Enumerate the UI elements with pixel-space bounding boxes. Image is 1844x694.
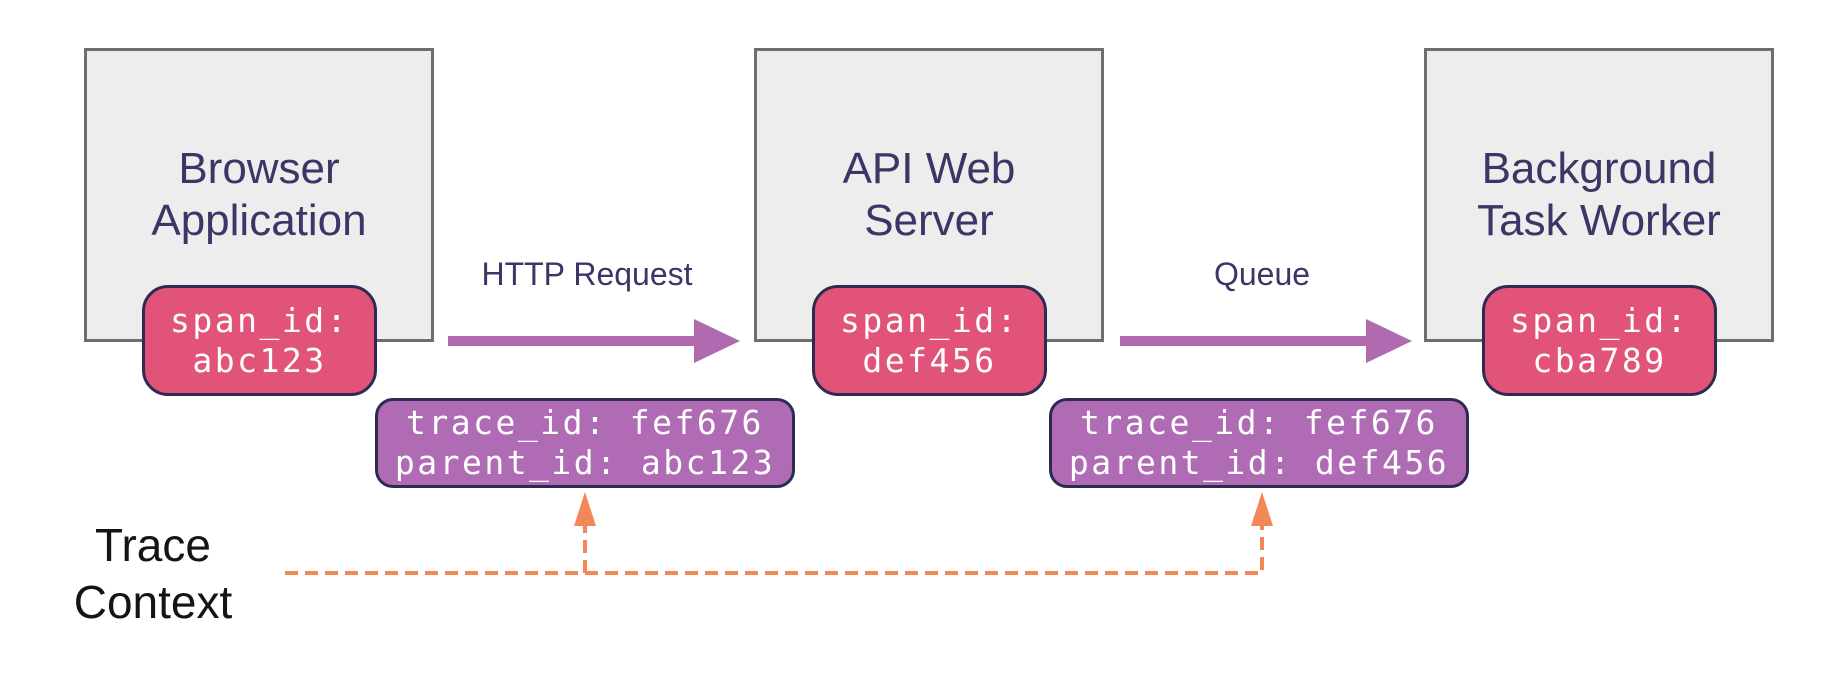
parent-id-line: parent_id: abc123 (394, 443, 776, 482)
trace-context-label-line2: Context (73, 576, 233, 628)
node-title: API Web Server (842, 144, 1016, 245)
trace-context-dashed-line (285, 521, 1264, 575)
span-id-badge-line1: span_id: (170, 300, 349, 340)
http-request-arrowhead-icon (694, 319, 740, 363)
trace-context-label: Trace Context (33, 517, 273, 631)
trace-id-line: trace_id: fef676 (406, 403, 764, 442)
http-request-arrow-shaft (448, 336, 694, 346)
queue-arrow-shaft (1120, 336, 1366, 346)
node-api-web-server: API Web Server (754, 48, 1104, 342)
span-id-badge-line2: abc123 (192, 340, 327, 380)
span-id-badge-browser: span_id: abc123 (142, 285, 377, 396)
span-id-badge-line2: def456 (862, 340, 997, 380)
trace-context-up-arrowhead-icon (1251, 492, 1273, 526)
span-id-badge-line1: span_id: (840, 300, 1019, 340)
trace-context-badge-queue: trace_id: fef676 parent_id: def456 (1049, 398, 1469, 488)
queue-arrow (1120, 319, 1412, 363)
span-id-badge-line1: span_id: (1510, 300, 1689, 340)
trace-context-badge-http: trace_id: fef676 parent_id: abc123 (375, 398, 795, 488)
http-request-arrow (448, 319, 740, 363)
trace-id-line: trace_id: fef676 (1080, 403, 1438, 442)
parent-id-line: parent_id: def456 (1068, 443, 1450, 482)
span-id-badge-line2: cba789 (1532, 340, 1667, 380)
span-id-badge-api: span_id: def456 (812, 285, 1047, 396)
node-title: Background Task Worker (1477, 144, 1721, 245)
queue-arrowhead-icon (1366, 319, 1412, 363)
trace-context-dashed-connector (285, 492, 1273, 575)
edge-label-queue: Queue (1213, 256, 1311, 292)
edge-label-http-request: HTTP Request (481, 256, 693, 292)
span-id-badge-worker: span_id: cba789 (1482, 285, 1717, 396)
trace-context-up-arrowhead-icon (574, 492, 596, 526)
node-title: Browser Application (151, 144, 367, 245)
trace-context-label-line1: Trace (95, 519, 211, 571)
